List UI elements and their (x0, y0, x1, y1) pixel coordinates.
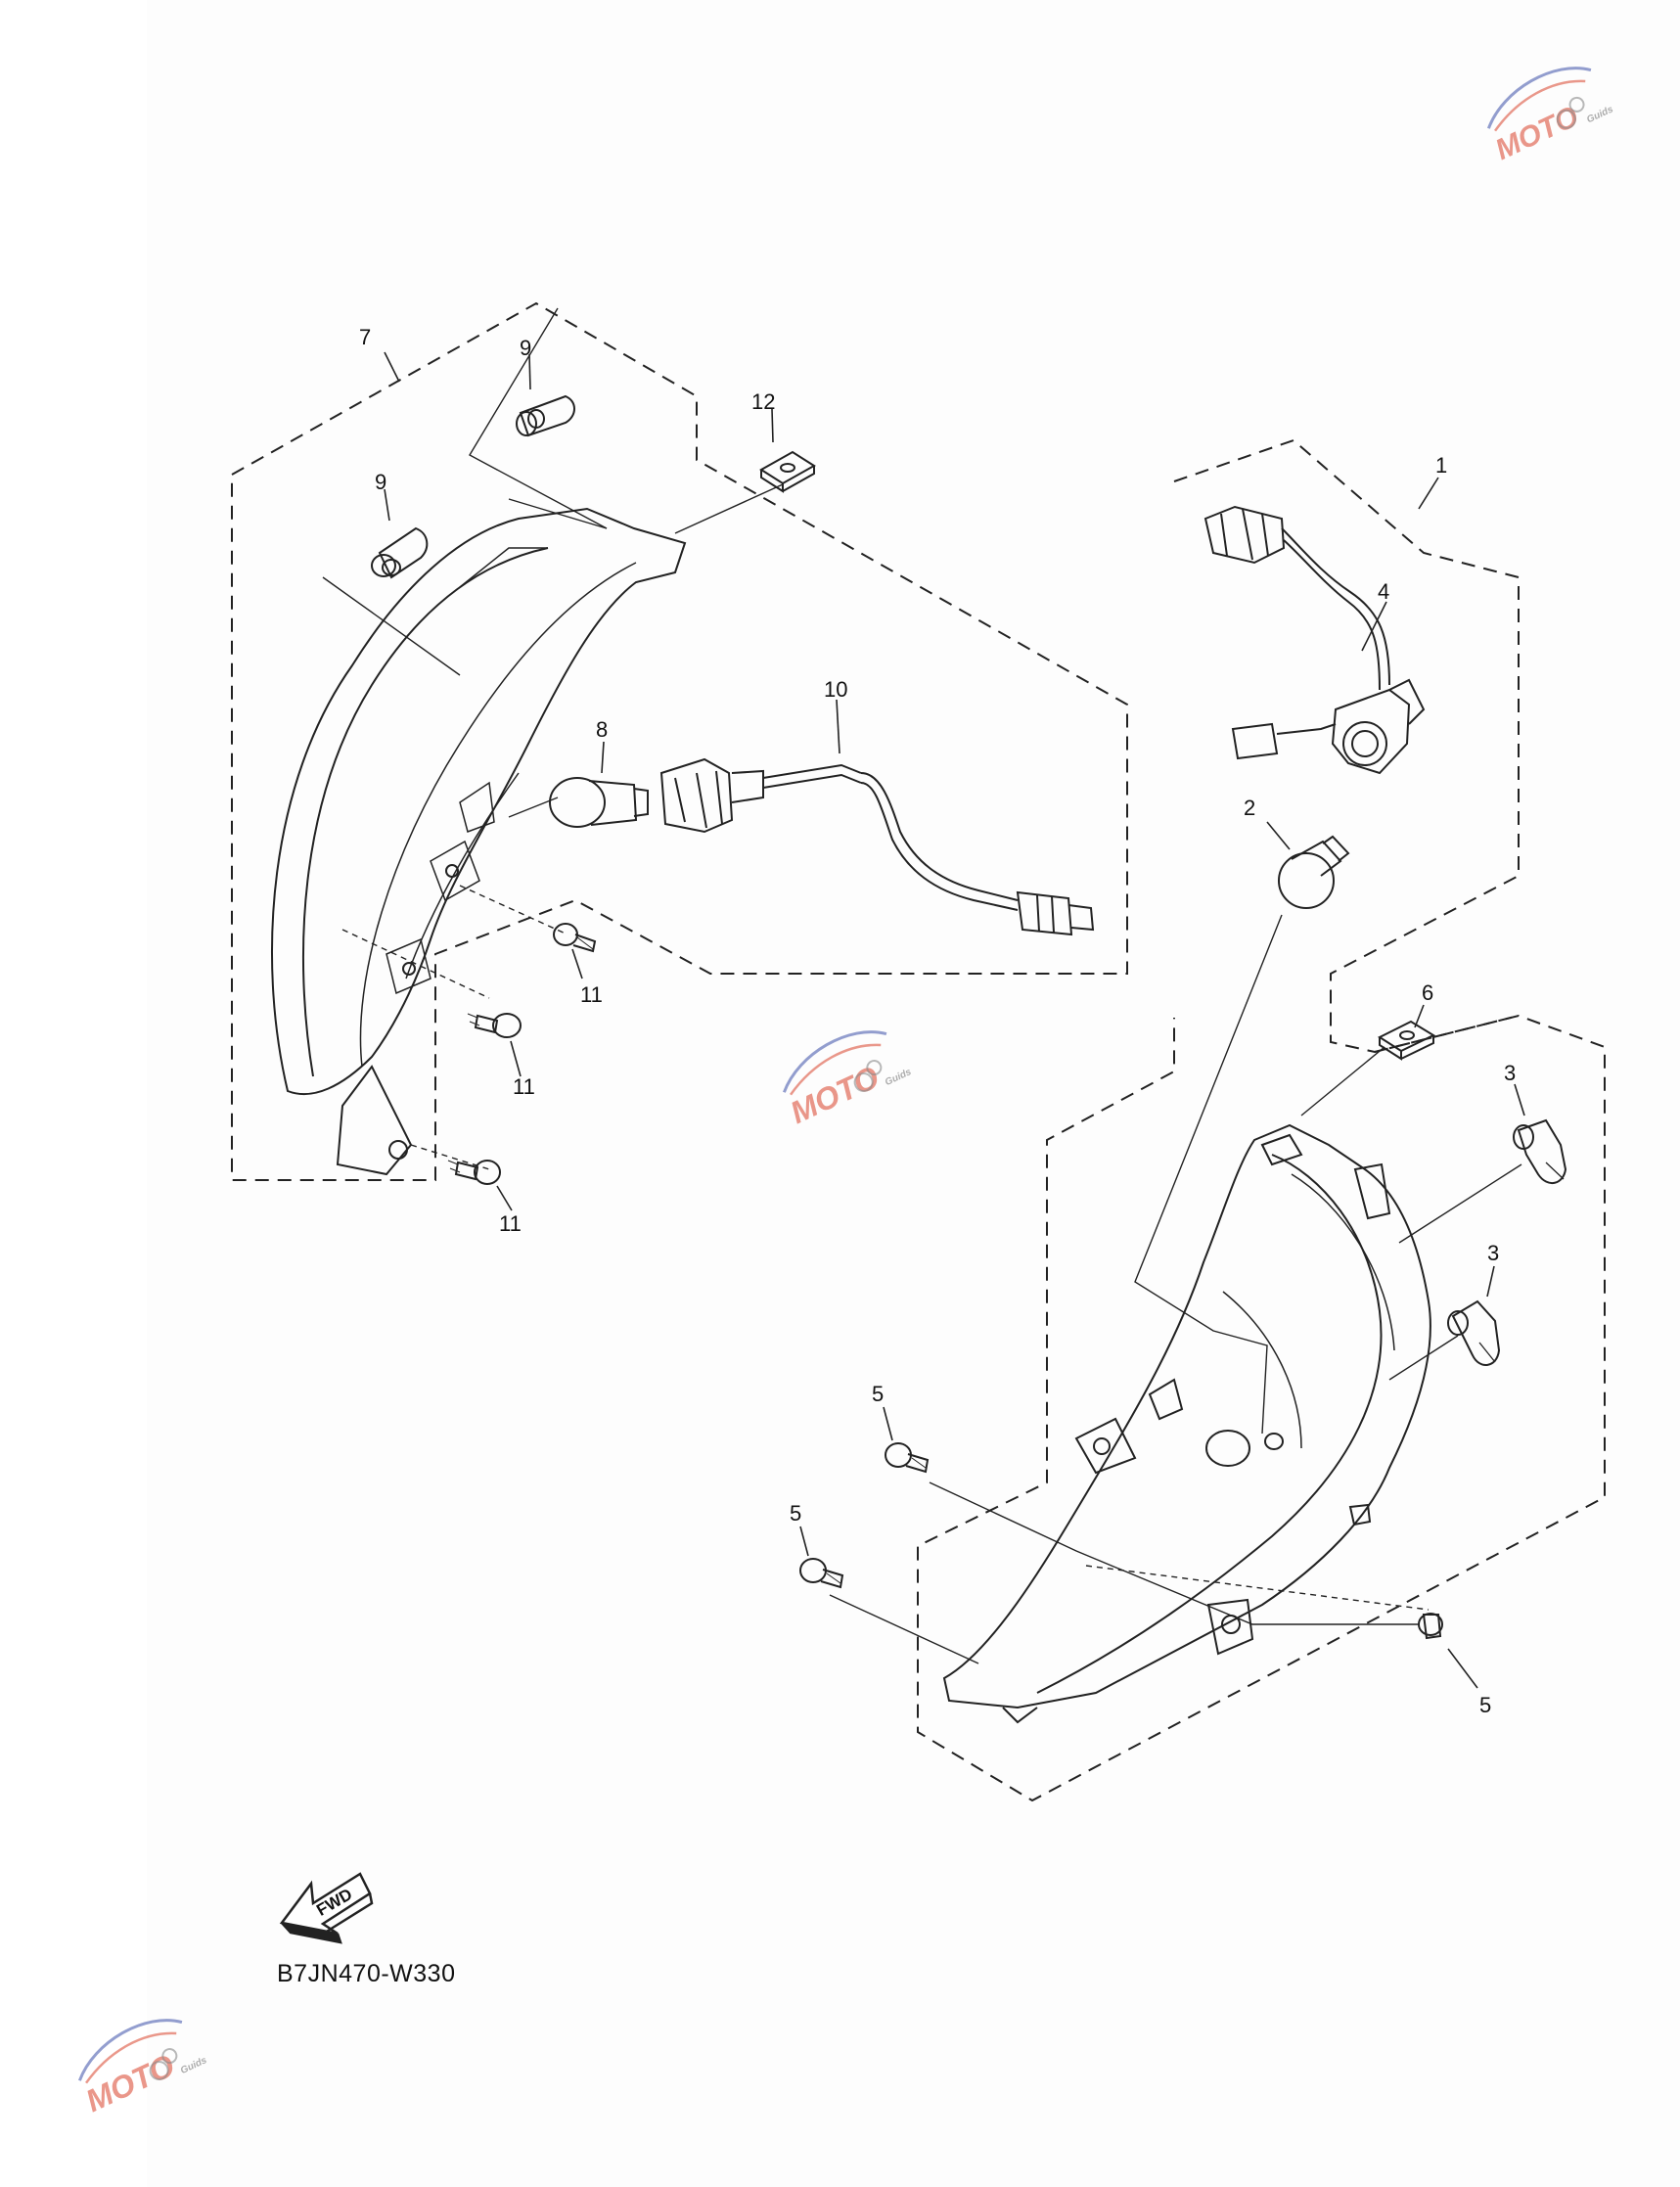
callout-6: 6 (1422, 980, 1433, 1005)
watermark-sub: Guids (884, 1067, 914, 1088)
forward-direction-arrow (279, 1872, 374, 1944)
callout-11-lower: 11 (499, 1211, 522, 1236)
nut-12 (759, 450, 816, 493)
callout-10: 10 (824, 677, 847, 702)
grommet-3-upper (1513, 1118, 1567, 1184)
watermark-logo-top: MOTO Guids (1486, 67, 1615, 166)
grommet-9-lower (371, 526, 429, 579)
left-lens-housing (270, 507, 687, 1176)
callout-11-upper: 11 (580, 982, 603, 1007)
callout-9-upper: 9 (520, 336, 531, 360)
socket-harness-4 (1203, 505, 1426, 775)
watermark-logo-center: MOTO Guids (782, 1030, 914, 1130)
right-lens-housing (942, 1123, 1431, 1724)
watermark-logo-bottom: MOTO Guids (77, 2019, 209, 2119)
left-leader-lines (322, 307, 784, 1170)
diagram-code: B7JN470-W330 (277, 1960, 456, 1987)
screw-11-upper (553, 923, 597, 953)
diagram-sheet (147, 0, 1680, 2187)
bulb-2 (1278, 835, 1350, 909)
screw-5-middle (799, 1558, 844, 1589)
callout-3-upper: 3 (1504, 1061, 1516, 1085)
watermark-brand: MOTO (80, 2047, 180, 2119)
assembly-right-boundary (917, 1014, 1606, 1802)
callout-4: 4 (1378, 579, 1389, 604)
watermark-sub: Guids (1585, 104, 1615, 125)
grommet-9-upper (516, 394, 575, 437)
grommet-3-lower (1447, 1299, 1501, 1366)
watermark-brand: MOTO (785, 1059, 885, 1130)
callout-11-middle: 11 (513, 1074, 535, 1099)
watermark-sub: Guids (179, 2055, 209, 2076)
nut-6 (1377, 1020, 1436, 1061)
assembly-7-boundary (231, 301, 1128, 1181)
callout-5-lower: 5 (1479, 1693, 1491, 1717)
callout-7: 7 (359, 325, 371, 349)
callout-1: 1 (1435, 453, 1447, 478)
socket-harness-10 (659, 757, 1095, 936)
right-leader-lines (829, 914, 1522, 1664)
callout-leaders (384, 351, 1525, 1689)
assembly-1-boundary (1173, 438, 1520, 1054)
callout-9-lower: 9 (375, 470, 386, 494)
callout-12: 12 (751, 389, 775, 414)
screw-5-lower (1418, 1613, 1443, 1640)
bulb-8 (549, 777, 649, 828)
callout-5-upper: 5 (872, 1382, 884, 1406)
callout-2: 2 (1244, 796, 1255, 820)
screw-11-lower (447, 1160, 501, 1185)
screw-5-upper (885, 1442, 930, 1474)
callout-8: 8 (596, 717, 608, 742)
callout-5-middle: 5 (790, 1501, 801, 1526)
callout-3-lower: 3 (1487, 1241, 1499, 1265)
screw-11-middle (467, 1013, 522, 1038)
